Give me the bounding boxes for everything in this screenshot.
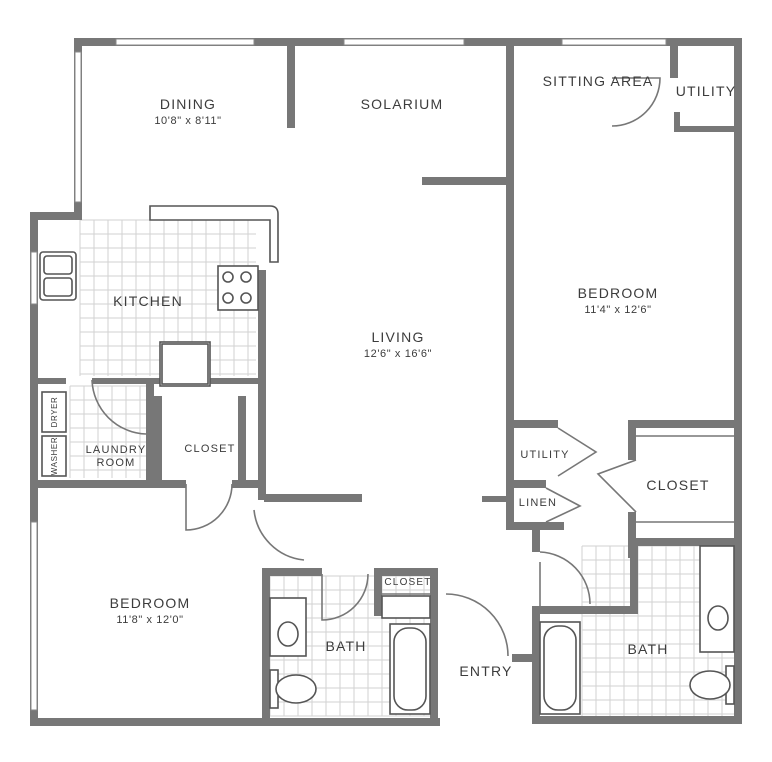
- dryer-icon: [41, 391, 67, 433]
- dims-bedroom-left: 11'8" x 12'0": [116, 614, 183, 626]
- room-sitting-area: SITTING AREA: [543, 73, 654, 89]
- dims-bedroom-right: 11'4" x 12'6": [584, 304, 651, 316]
- dryer-label: DRYER: [50, 397, 59, 428]
- room-dining: DINING: [160, 96, 216, 112]
- dims-living: 12'6" x 16'6": [364, 348, 432, 360]
- toilet-left-icon: [275, 674, 317, 704]
- room-utility-top: UTILITY: [676, 83, 737, 99]
- room-bath-right: BATH: [627, 641, 668, 657]
- room-laundry-line1: LAUNDRY: [86, 444, 147, 456]
- sink-left-icon: [277, 621, 299, 647]
- toilet-right-icon: [689, 670, 731, 700]
- laundry-tiles: [69, 385, 146, 478]
- room-solarium: SOLARIUM: [361, 96, 444, 112]
- stove-icon: [217, 265, 259, 311]
- room-bath-left: BATH: [325, 638, 366, 654]
- counter-peninsula: [149, 205, 279, 263]
- windows: [30, 38, 667, 711]
- room-utility-mid: UTILITY: [520, 449, 569, 461]
- room-laundry-line2: ROOM: [96, 457, 135, 469]
- washer-icon: [41, 435, 67, 477]
- laundry-fixtures: [41, 391, 67, 477]
- room-closet-small: CLOSET: [384, 577, 431, 588]
- vanity-right: [699, 545, 735, 653]
- bath-right-fixtures: [539, 545, 735, 715]
- closet-shelves: [382, 435, 736, 595]
- room-entry: ENTRY: [459, 663, 512, 679]
- room-closet-left: CLOSET: [184, 443, 235, 455]
- room-living: LIVING: [371, 329, 424, 345]
- sink-right-icon: [707, 605, 729, 631]
- washer-label: WASHER: [50, 437, 59, 475]
- room-linen: LINEN: [519, 497, 557, 509]
- dims-dining: 10'8" x 8'11": [154, 115, 221, 127]
- room-bedroom-right: BEDROOM: [578, 285, 659, 301]
- room-kitchen: KITCHEN: [113, 293, 183, 309]
- room-closet-right: CLOSET: [646, 477, 709, 493]
- door-swings: [91, 77, 661, 657]
- room-labels: DINING 10'8" x 8'11" SOLARIUM SITTING AR…: [50, 73, 737, 679]
- bath-left-fixtures: [269, 595, 431, 715]
- kitchen-fixtures: [39, 205, 279, 387]
- room-bedroom-left: BEDROOM: [110, 595, 191, 611]
